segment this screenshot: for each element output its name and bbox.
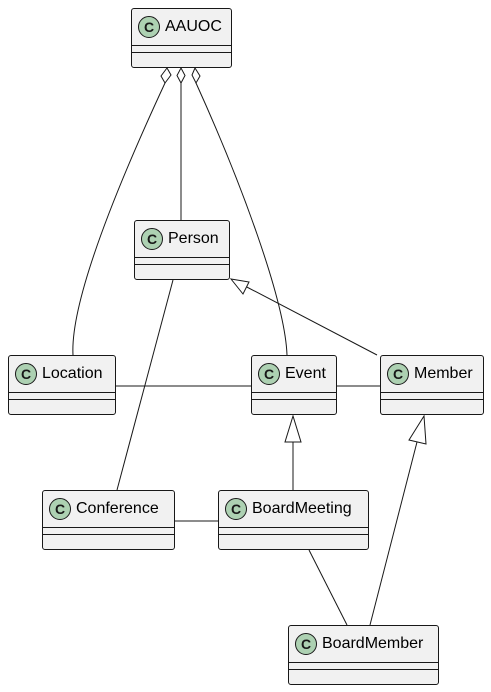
edge-member-person — [242, 284, 378, 356]
edge-boardmember-member — [369, 441, 418, 626]
attributes-compartment — [289, 663, 438, 670]
methods-compartment — [132, 53, 231, 59]
class-name: BoardMeeting — [252, 500, 352, 517]
class-name: BoardMember — [322, 635, 424, 652]
methods-compartment — [289, 670, 438, 676]
methods-compartment — [381, 400, 483, 406]
class-header: C Conference — [43, 491, 174, 528]
class-header: C BoardMeeting — [219, 491, 368, 528]
class-c-icon: C — [225, 498, 247, 520]
inheritance-arrow-event — [284, 414, 302, 443]
class-header: C AAUOC — [132, 9, 231, 46]
inheritance-arrow-person — [229, 278, 250, 295]
methods-compartment — [135, 265, 229, 271]
class-person[interactable]: C Person — [134, 220, 230, 280]
attributes-compartment — [252, 393, 336, 400]
class-header: C BoardMember — [289, 626, 438, 663]
class-c-icon: C — [258, 363, 280, 385]
class-c-icon: C — [49, 498, 71, 520]
class-c-icon: C — [295, 633, 317, 655]
class-header: C Person — [135, 221, 229, 258]
class-board-meeting[interactable]: C BoardMeeting — [218, 490, 369, 550]
aggregation-diamond-event — [191, 66, 201, 85]
edge-aauoc-event — [195, 82, 288, 356]
attributes-compartment — [135, 258, 229, 265]
class-name: Location — [42, 365, 103, 382]
aggregation-diamond-location — [160, 67, 172, 84]
class-header: C Event — [252, 356, 336, 393]
attributes-compartment — [219, 528, 368, 535]
class-conference[interactable]: C Conference — [42, 490, 175, 550]
methods-compartment — [9, 400, 115, 406]
class-location[interactable]: C Location — [8, 355, 116, 415]
class-name: Person — [168, 230, 219, 247]
class-name: Conference — [76, 500, 159, 517]
class-header: C Location — [9, 356, 115, 393]
class-header: C Member — [381, 356, 483, 393]
inheritance-arrow-member — [408, 414, 427, 445]
class-aauoc[interactable]: C AAUOC — [131, 8, 232, 68]
attributes-compartment — [43, 528, 174, 535]
class-board-member[interactable]: C BoardMember — [288, 625, 439, 685]
class-name: Member — [414, 365, 473, 382]
aggregation-diamond-person — [176, 66, 186, 85]
class-member[interactable]: C Member — [380, 355, 484, 415]
methods-compartment — [43, 535, 174, 541]
edge-person-conference — [116, 279, 174, 491]
attributes-compartment — [381, 393, 483, 400]
edge-aauoc-location — [72, 82, 166, 356]
methods-compartment — [219, 535, 368, 541]
class-name: AAUOC — [165, 18, 222, 35]
class-name: Event — [285, 365, 326, 382]
class-c-icon: C — [141, 228, 163, 250]
methods-compartment — [252, 400, 336, 406]
attributes-compartment — [9, 393, 115, 400]
class-event[interactable]: C Event — [251, 355, 337, 415]
edge-boardmeeting-boardmember — [308, 549, 348, 626]
class-c-icon: C — [15, 363, 37, 385]
class-c-icon: C — [387, 363, 409, 385]
class-c-icon: C — [138, 16, 160, 38]
attributes-compartment — [132, 46, 231, 53]
